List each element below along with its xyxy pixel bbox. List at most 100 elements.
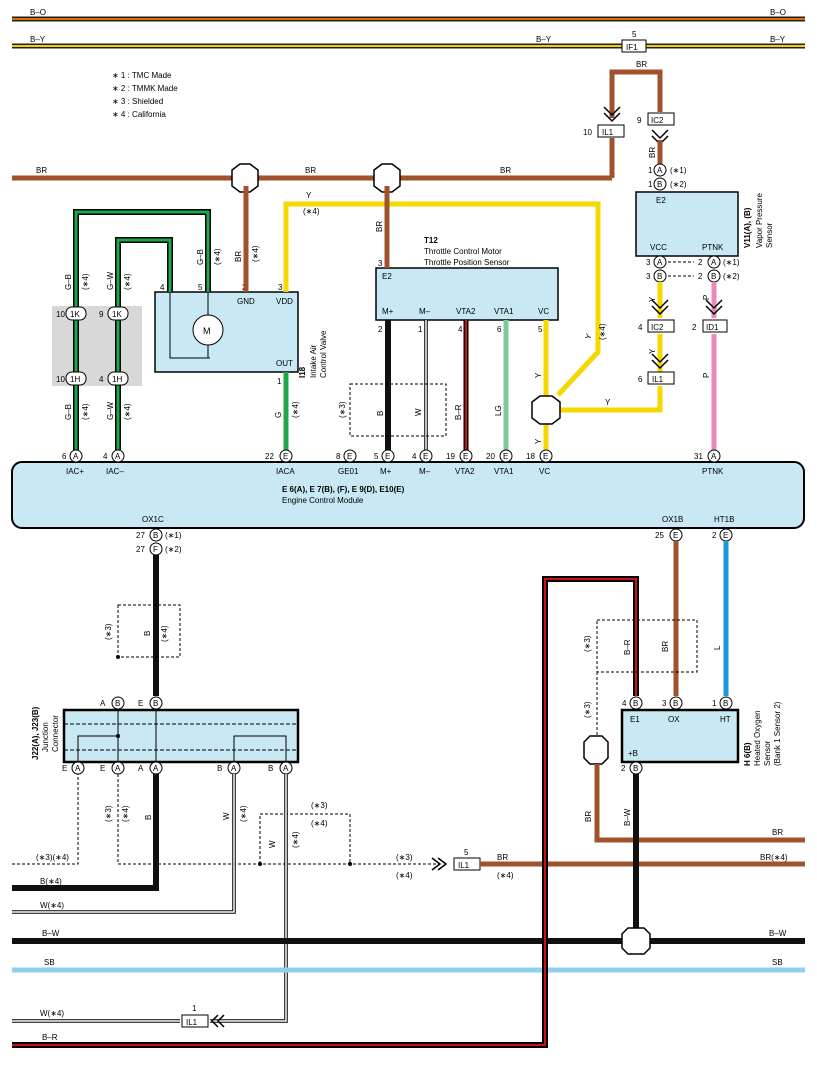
- svg-text:BR(∗4): BR(∗4): [760, 853, 788, 862]
- svg-text:27: 27: [136, 531, 145, 540]
- svg-text:4: 4: [638, 323, 643, 332]
- svg-text:L: L: [713, 645, 722, 650]
- connector-ic2-top: [647, 112, 675, 126]
- svg-text:(∗2): (∗2): [670, 180, 687, 189]
- svg-text:1K: 1K: [112, 310, 122, 319]
- svg-text:H 6(B): H 6(B): [743, 742, 752, 766]
- svg-text:E: E: [463, 452, 468, 461]
- svg-text:VCC: VCC: [650, 243, 667, 252]
- svg-text:∗ 1 : TMC Made: ∗ 1 : TMC Made: [112, 71, 172, 80]
- connector-1k-a: [65, 306, 87, 321]
- svg-text:5: 5: [538, 325, 543, 334]
- svg-text:IAC–: IAC–: [106, 467, 124, 476]
- svg-text:5: 5: [632, 30, 637, 39]
- svg-text:E: E: [673, 531, 678, 540]
- svg-text:E2: E2: [656, 196, 666, 205]
- wire-label-bo-right: B–O: [770, 8, 786, 17]
- svg-text:(∗4): (∗4): [160, 625, 169, 642]
- svg-text:J22(A), J23(B): J22(A), J23(B): [31, 706, 40, 760]
- svg-text:19: 19: [446, 452, 455, 461]
- svg-text:B: B: [268, 764, 273, 773]
- svg-text:6: 6: [497, 325, 502, 334]
- svg-text:(∗4): (∗4): [303, 207, 320, 216]
- svg-text:(∗4): (∗4): [81, 273, 90, 290]
- svg-text:SB: SB: [44, 958, 55, 967]
- svg-text:HT: HT: [720, 715, 731, 724]
- svg-text:(∗1): (∗1): [723, 258, 740, 267]
- junction-connector: B A B E J22(A), J23(B) Junction Connecto…: [31, 696, 300, 775]
- svg-text:G: G: [274, 412, 283, 418]
- shield-dash-throttle: [349, 383, 447, 437]
- connector-1h-a: [65, 371, 87, 386]
- svg-text:Control Valve: Control Valve: [319, 330, 328, 378]
- svg-text:10: 10: [56, 375, 65, 384]
- svg-text:1: 1: [192, 1004, 197, 1013]
- svg-text:B: B: [723, 699, 728, 708]
- svg-text:+B: +B: [628, 749, 638, 758]
- vapor-sensor: A 1(∗1) B 1(∗2) E2 VCC PTNK V11(A), (B) …: [635, 163, 774, 283]
- svg-text:4: 4: [103, 452, 108, 461]
- svg-text:3: 3: [378, 259, 383, 268]
- svg-text:OX1B: OX1B: [662, 515, 683, 524]
- svg-text:4: 4: [412, 452, 417, 461]
- svg-text:E: E: [100, 764, 105, 773]
- wire-label-by-left: B–Y: [30, 35, 46, 44]
- svg-text:8: 8: [336, 452, 341, 461]
- svg-text:A: A: [73, 452, 79, 461]
- svg-text:(∗3)(∗4): (∗3)(∗4): [36, 853, 69, 862]
- splice-br-1: [231, 163, 259, 193]
- svg-text:B: B: [711, 272, 716, 281]
- wire-label-by-mid: B–Y: [536, 35, 552, 44]
- svg-text:B: B: [115, 699, 120, 708]
- svg-text:B–R: B–R: [42, 1033, 58, 1042]
- svg-text:1: 1: [648, 180, 653, 189]
- svg-text:IL1: IL1: [186, 1018, 198, 1027]
- svg-text:BR: BR: [305, 166, 316, 175]
- svg-text:4: 4: [99, 375, 104, 384]
- notes: ∗ 1 : TMC Made ∗ 2 : TMMK Made ∗ 3 : Shi…: [112, 71, 178, 119]
- svg-text:E: E: [347, 452, 352, 461]
- svg-text:Y: Y: [306, 191, 312, 200]
- svg-text:PTNK: PTNK: [702, 243, 724, 252]
- svg-text:(Bank 1 Sensor 2): (Bank 1 Sensor 2): [773, 701, 782, 766]
- svg-text:SB: SB: [772, 958, 783, 967]
- svg-text:Vapor Pressure: Vapor Pressure: [755, 192, 764, 248]
- connector-ic2-mid: [647, 319, 675, 333]
- svg-text:B: B: [657, 180, 662, 189]
- svg-text:E: E: [543, 452, 548, 461]
- svg-text:B: B: [153, 531, 158, 540]
- svg-text:VC: VC: [538, 307, 549, 316]
- svg-text:(∗4): (∗4): [213, 248, 222, 265]
- svg-text:(∗4): (∗4): [239, 805, 248, 822]
- svg-text:31: 31: [694, 452, 703, 461]
- svg-text:27: 27: [136, 545, 145, 554]
- svg-text:1K: 1K: [70, 310, 80, 319]
- connector-if1-label: IF1: [626, 43, 638, 52]
- svg-text:BR: BR: [661, 641, 670, 652]
- o2-sensor-box: [620, 708, 740, 764]
- svg-text:IC2: IC2: [651, 116, 664, 125]
- svg-text:E: E: [723, 531, 728, 540]
- svg-text:IC2: IC2: [651, 323, 664, 332]
- connector-il1-mid: [647, 371, 675, 385]
- svg-text:B: B: [673, 699, 678, 708]
- svg-text:(∗3): (∗3): [104, 805, 113, 822]
- connector-if1: [621, 39, 647, 53]
- svg-text:A: A: [657, 166, 663, 175]
- svg-text:LG: LG: [494, 405, 503, 416]
- svg-text:Throttle Control Motor: Throttle Control Motor: [424, 247, 502, 256]
- svg-text:BR: BR: [584, 811, 593, 822]
- svg-text:Y: Y: [605, 398, 611, 407]
- svg-text:PTNK: PTNK: [702, 467, 724, 476]
- splice-br-o2: [583, 735, 609, 765]
- svg-text:B: B: [153, 699, 158, 708]
- svg-text:W: W: [414, 408, 423, 416]
- svg-text:A: A: [711, 258, 717, 267]
- connector-il1-bottom: [181, 1014, 209, 1028]
- o2-sensor: B 4 B 3 B 1 E1 OX HT +B H 6(B) Heated Ox…: [620, 696, 782, 775]
- svg-text:∗ 2 : TMMK Made: ∗ 2 : TMMK Made: [112, 84, 178, 93]
- svg-text:VTA2: VTA2: [456, 307, 476, 316]
- svg-text:F: F: [153, 545, 158, 554]
- svg-text:VDD: VDD: [276, 297, 293, 306]
